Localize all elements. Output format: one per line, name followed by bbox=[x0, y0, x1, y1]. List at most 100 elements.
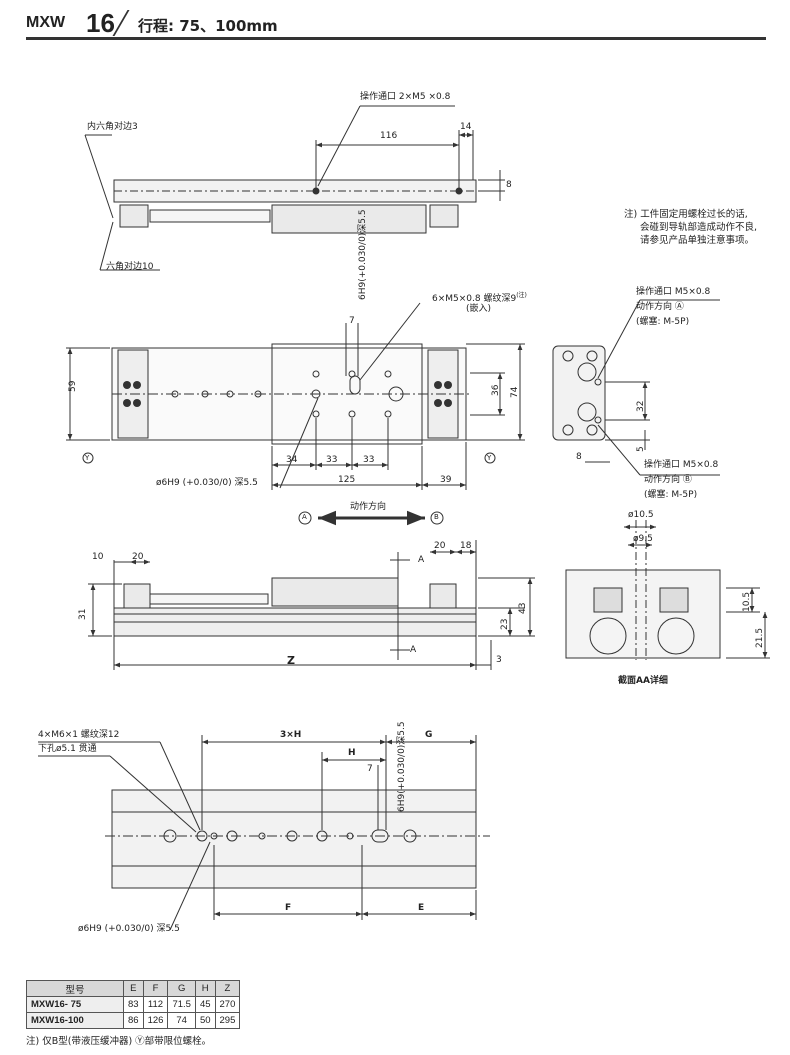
y-mark-right: Y bbox=[487, 454, 492, 462]
table-row: MXW16-100 86 126 74 50 295 bbox=[26, 1012, 241, 1029]
bottom-pin: ø6H9 (+0.030/0) 深5.5 bbox=[78, 924, 180, 934]
header-rule bbox=[26, 37, 766, 40]
dim-32: 32 bbox=[636, 400, 646, 412]
dim-33a: 33 bbox=[326, 455, 338, 465]
model-prefix: MXW bbox=[26, 14, 66, 31]
dir-label: 动作方向 bbox=[350, 502, 387, 512]
right-note: 注) 工件固定用螺栓过长的话, 会碰到导轨部造成动作不良, 请参见产品单独注意事… bbox=[624, 208, 757, 247]
spec-cell: MXW16- 75 bbox=[26, 996, 124, 1013]
dim-e: E bbox=[418, 903, 425, 913]
dim-10-5: 10.5 bbox=[742, 591, 752, 612]
spec-cell: 74 bbox=[167, 1012, 196, 1029]
end-dir-a: 动作方向 Ⓐ bbox=[636, 302, 684, 312]
section-mark-top: A bbox=[418, 555, 425, 565]
bottom-view bbox=[38, 735, 490, 931]
dim-7-bottom: 7 bbox=[367, 764, 373, 774]
end-plug-b: (螺塞: M-5P) bbox=[644, 490, 698, 500]
model-size: 16 bbox=[86, 8, 115, 38]
spec-header-model: 型号 bbox=[26, 980, 124, 997]
dim-43: 43 bbox=[518, 602, 528, 614]
spec-cell: 45 bbox=[194, 996, 216, 1013]
dim-7-plan: 7 bbox=[349, 316, 355, 326]
spec-cell: 270 bbox=[214, 996, 241, 1013]
direction-arrow bbox=[298, 510, 444, 526]
spec-cell: 83 bbox=[123, 996, 144, 1013]
dim-116: 116 bbox=[380, 131, 398, 141]
dim-5: 5 bbox=[636, 446, 646, 452]
dim-33b: 33 bbox=[363, 455, 375, 465]
spec-header-e: E bbox=[123, 980, 144, 997]
end-view bbox=[552, 299, 720, 476]
top-view bbox=[84, 105, 505, 271]
spec-cell: 71.5 bbox=[167, 996, 196, 1013]
dim-d10-5: ø10.5 bbox=[628, 510, 654, 520]
dim-8-top: 8 bbox=[506, 180, 512, 190]
dim-g: G bbox=[425, 730, 433, 740]
end-plug-a: (螺塞: M-5P) bbox=[636, 317, 690, 327]
spec-header-row: 型号 E F G H Z bbox=[26, 980, 241, 997]
end-port-a: 操作通口 M5×0.8 bbox=[636, 287, 711, 297]
dim-3h: 3×H bbox=[280, 730, 302, 740]
dim-36: 36 bbox=[491, 384, 501, 396]
side-view bbox=[88, 540, 535, 670]
end-port-b: 操作通口 M5×0.8 bbox=[644, 460, 719, 470]
top-port-label: 操作通口 2×M5 ×0.8 bbox=[360, 92, 451, 102]
dim-21-5: 21.5 bbox=[755, 627, 765, 648]
dim-31: 31 bbox=[78, 608, 88, 620]
dim-h: H bbox=[348, 748, 356, 758]
dim-z: Z bbox=[287, 654, 295, 667]
plan-view bbox=[66, 302, 525, 490]
thread-label-text: 6×M5×0.8 螺纹深9 bbox=[432, 294, 517, 304]
spec-table: 型号 E F G H Z MXW16- 75 83 112 71.5 45 27… bbox=[26, 980, 241, 1029]
dim-18: 18 bbox=[460, 541, 472, 551]
dim-3: 3 bbox=[496, 655, 502, 665]
spec-cell: 86 bbox=[123, 1012, 144, 1029]
dim-59: 59 bbox=[68, 380, 78, 392]
dim-8-end: 8 bbox=[576, 452, 582, 462]
end-dir-b: 动作方向 Ⓑ bbox=[644, 475, 692, 485]
dim-34: 34 bbox=[286, 455, 298, 465]
hex-label: 六角对边10 bbox=[106, 262, 154, 272]
spec-cell: 50 bbox=[194, 1012, 216, 1029]
spec-header-f: F bbox=[142, 980, 169, 997]
spec-cell: MXW16-100 bbox=[26, 1012, 124, 1029]
right-note-line-3: 请参见产品单独注意事项。 bbox=[640, 235, 755, 246]
dim-74: 74 bbox=[510, 386, 520, 398]
dim-d9-5: ø9.5 bbox=[633, 534, 653, 544]
thread-label: 6×M5×0.8 螺纹深9(注) bbox=[432, 290, 527, 305]
dim-20-left: 20 bbox=[132, 552, 144, 562]
dim-20-right: 20 bbox=[434, 541, 446, 551]
y-mark-left: Y bbox=[85, 454, 90, 462]
section-view bbox=[565, 520, 770, 660]
table-row: MXW16- 75 83 112 71.5 45 270 bbox=[26, 996, 241, 1013]
dir-b-mark: B bbox=[434, 513, 439, 521]
hex-socket-label: 内六角对边3 bbox=[87, 122, 138, 132]
spec-cell: 126 bbox=[142, 1012, 169, 1029]
page-header: MXW 16 行程: 75、100mm bbox=[26, 8, 766, 40]
dir-a-mark: A bbox=[302, 513, 307, 521]
bottom-thread: 4×M6×1 螺纹深12 bbox=[38, 730, 120, 740]
dim-23: 23 bbox=[500, 618, 510, 630]
spec-header-z: Z bbox=[214, 980, 241, 997]
stroke-label: 行程: 75、100mm bbox=[138, 17, 278, 35]
dim-39: 39 bbox=[440, 475, 452, 485]
thread-label-sup: (注) bbox=[516, 292, 527, 299]
dim-f: F bbox=[285, 903, 292, 913]
spec-header-h: H bbox=[194, 980, 216, 997]
section-caption: 截面AA详细 bbox=[618, 676, 668, 686]
spec-cell: 295 bbox=[214, 1012, 241, 1029]
spec-header-g: G bbox=[167, 980, 196, 997]
footnote: 注) 仅B型(带液压缓冲器) Ⓨ部带限位螺栓。 bbox=[26, 1036, 212, 1047]
bottom-through: 下孔ø5.1 贯通 bbox=[38, 744, 97, 754]
bottom-hole-tol: 6H9(+0.030/0)深5.5 bbox=[397, 721, 407, 812]
plan-hole-tol: 6H9(+0.030/0)深5.5 bbox=[358, 209, 368, 300]
dim-10: 10 bbox=[92, 552, 104, 562]
right-note-line-1: 注) 工件固定用螺栓过长的话, bbox=[624, 209, 748, 220]
dim-14: 14 bbox=[460, 122, 472, 132]
right-note-line-2: 会碰到导轨部造成动作不良, bbox=[640, 222, 758, 233]
embedded-label: (嵌入) bbox=[466, 304, 492, 314]
dim-125: 125 bbox=[338, 475, 356, 485]
spec-cell: 112 bbox=[142, 996, 169, 1013]
plan-pin-label: ø6H9 (+0.030/0) 深5.5 bbox=[156, 478, 258, 488]
